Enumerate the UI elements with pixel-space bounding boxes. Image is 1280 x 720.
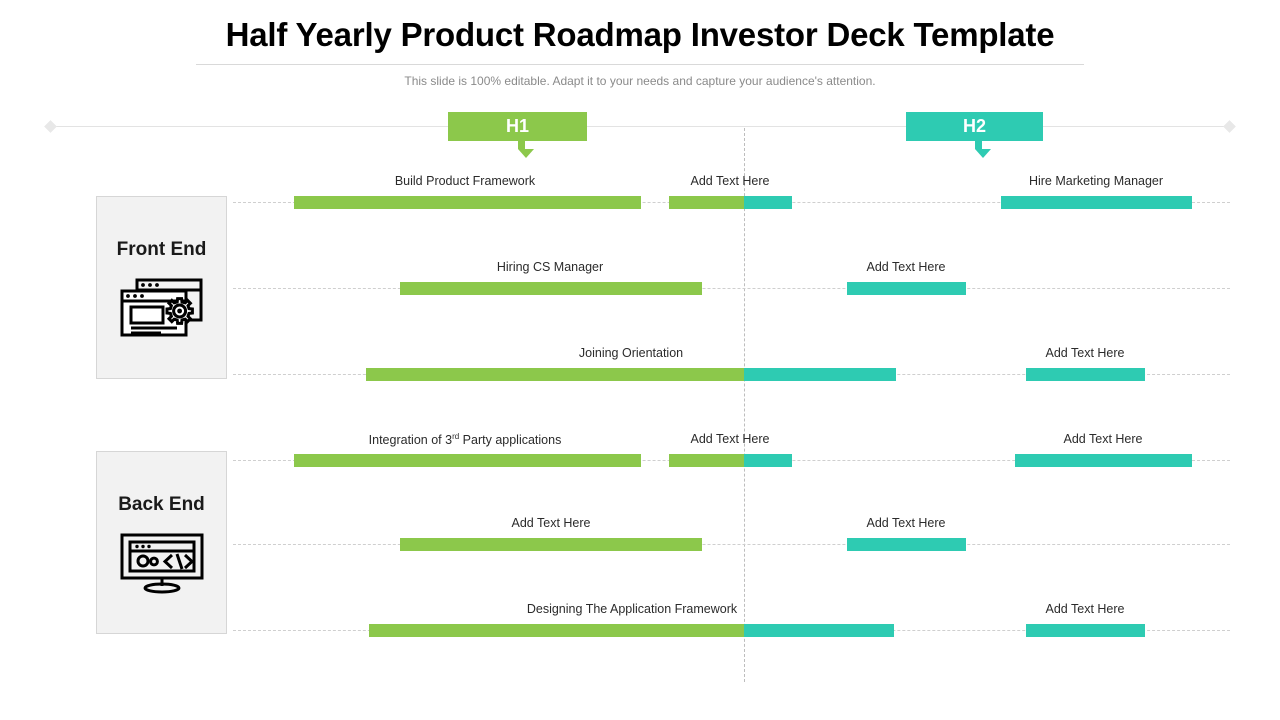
task-label: Build Product Framework <box>394 174 536 188</box>
row-guideline <box>233 288 1230 289</box>
phase-label: H2 <box>906 112 1043 141</box>
page-subtitle: This slide is 100% editable. Adapt it to… <box>404 74 876 88</box>
task-bar[interactable] <box>669 196 792 209</box>
task-bar[interactable] <box>847 282 966 295</box>
task-bar-h2-segment <box>847 538 966 551</box>
task-bar[interactable] <box>847 538 966 551</box>
task-bar[interactable] <box>1001 196 1192 209</box>
task-bar-h1-segment <box>400 282 702 295</box>
task-bar-h2-segment <box>1026 624 1145 637</box>
task-bar[interactable] <box>294 196 641 209</box>
task-label: Add Text Here <box>866 516 946 530</box>
section-card-back-end[interactable]: Back End <box>96 451 227 634</box>
task-bar-h1-segment <box>369 624 744 637</box>
task-label: Hire Marketing Manager <box>1028 174 1164 188</box>
task-bar-h1-segment <box>366 368 744 381</box>
task-bar-h2-segment <box>744 624 894 637</box>
task-label: Add Text Here <box>1045 602 1125 616</box>
task-label: Add Text Here <box>690 432 770 446</box>
task-label: Designing The Application Framework <box>526 602 738 616</box>
row-guideline <box>233 544 1230 545</box>
task-label: Hiring CS Manager <box>496 260 604 274</box>
half-year-divider <box>744 128 745 682</box>
timeline-start-marker-icon <box>44 120 57 133</box>
section-label: Front End <box>116 239 207 260</box>
task-bar-h1-segment <box>294 454 641 467</box>
task-bar[interactable] <box>294 454 641 467</box>
timeline-end-marker-icon <box>1223 120 1236 133</box>
task-bar[interactable] <box>1015 454 1192 467</box>
browser-windows-gear-icon <box>119 277 205 344</box>
task-bar-h1-segment <box>294 196 641 209</box>
task-label: Add Text Here <box>1063 432 1143 446</box>
task-label: Joining Orientation <box>578 346 684 360</box>
task-label: Add Text Here <box>866 260 946 274</box>
task-bar[interactable] <box>369 624 894 637</box>
section-card-front-end[interactable]: Front End <box>96 196 227 379</box>
task-bar-h2-segment <box>847 282 966 295</box>
task-label: Add Text Here <box>511 516 591 530</box>
task-bar-h2-segment <box>1001 196 1192 209</box>
task-label: Integration of 3rd Party applications <box>368 432 562 448</box>
page-title: Half Yearly Product Roadmap Investor Dec… <box>225 16 1055 53</box>
title-divider <box>196 64 1084 65</box>
browser-windows-gear-icon <box>120 278 202 337</box>
task-label: Add Text Here <box>690 174 770 188</box>
task-bar[interactable] <box>366 368 896 381</box>
task-bar-h2-segment <box>744 196 792 209</box>
task-bar-h2-segment <box>744 368 896 381</box>
task-bar-h2-segment <box>1026 368 1145 381</box>
monitor-code-gears-icon <box>120 533 203 594</box>
section-label: Back End <box>118 494 205 515</box>
timeline-axis <box>50 126 1230 127</box>
phase-label: H1 <box>448 112 587 141</box>
task-bar-h2-segment <box>744 454 792 467</box>
phase-header-h1[interactable]: H1 <box>448 112 587 158</box>
task-bar-h1-segment <box>669 196 744 209</box>
task-bar[interactable] <box>1026 624 1145 637</box>
task-bar[interactable] <box>669 454 792 467</box>
task-bar-h2-segment <box>1015 454 1192 467</box>
task-bar[interactable] <box>400 282 702 295</box>
task-bar[interactable] <box>400 538 702 551</box>
monitor-code-gears-icon <box>119 532 205 599</box>
task-bar-h1-segment <box>669 454 744 467</box>
task-label: Add Text Here <box>1045 346 1125 360</box>
phase-header-h2[interactable]: H2 <box>906 112 1043 158</box>
task-bar-h1-segment <box>400 538 702 551</box>
task-bar[interactable] <box>1026 368 1145 381</box>
